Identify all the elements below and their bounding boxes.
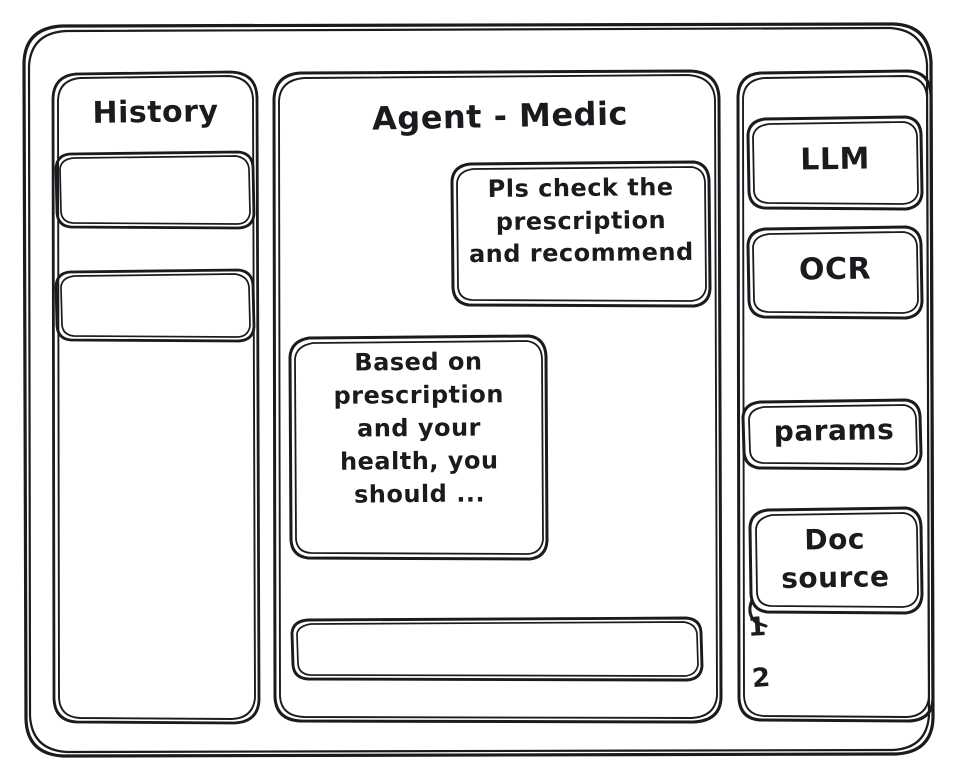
tool-ocr-button[interactable] xyxy=(748,227,923,319)
doc-source-box[interactable] xyxy=(750,508,923,614)
params-button[interactable] xyxy=(743,400,922,470)
tool-llm-button[interactable] xyxy=(748,117,923,210)
user-message-bubble[interactable] xyxy=(452,162,711,307)
history-item-2[interactable] xyxy=(56,270,255,342)
message-input[interactable] xyxy=(292,618,703,681)
history-item-1[interactable] xyxy=(56,152,255,229)
doc-source-item-2[interactable] xyxy=(748,658,808,698)
agent-message-bubble[interactable] xyxy=(290,336,548,560)
doc-source-item-1[interactable] xyxy=(744,608,804,648)
